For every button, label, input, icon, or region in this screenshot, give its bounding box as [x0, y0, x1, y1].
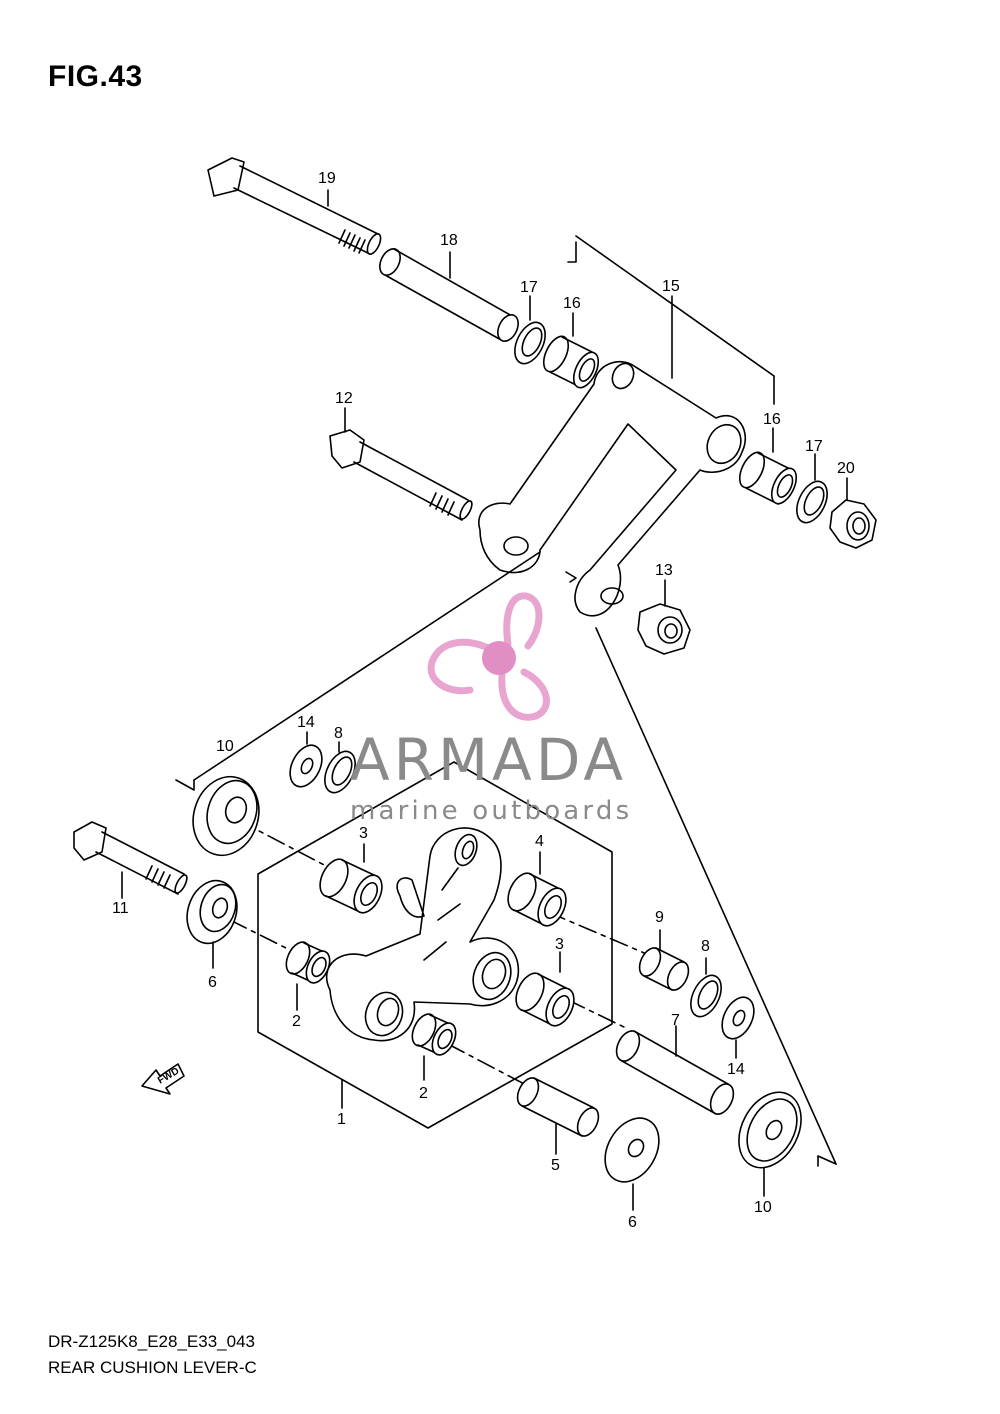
seal-17-upper — [514, 321, 546, 365]
figure-name: REAR CUSHION LEVER-C — [48, 1358, 257, 1377]
callout-16-right: 16 — [763, 411, 781, 428]
watermark-tagline: marine outboards — [350, 796, 633, 826]
spacer-18 — [379, 248, 519, 342]
callout-4: 4 — [535, 833, 544, 850]
callout-2-left: 2 — [292, 1013, 301, 1030]
callout-10-right: 10 — [754, 1199, 772, 1216]
callout-7: 7 — [671, 1012, 680, 1029]
callout-1: 1 — [337, 1111, 346, 1128]
bolt-19 — [207, 157, 382, 255]
callout-6-left: 6 — [208, 974, 217, 991]
callout-12: 12 — [335, 390, 353, 407]
bearing-2-left — [285, 941, 331, 984]
callout-19: 19 — [318, 170, 336, 187]
armada-propeller-logo — [427, 592, 550, 721]
callout-18: 18 — [440, 232, 458, 249]
bearing-2-lower — [411, 1013, 457, 1056]
spacer-7 — [615, 1030, 735, 1115]
seal-8-left — [324, 750, 356, 794]
seal-6-left — [186, 879, 238, 945]
callout-17-upper: 17 — [520, 279, 538, 296]
callout-16-upper: 16 — [563, 295, 581, 312]
callout-14-left: 14 — [297, 714, 315, 731]
seal-17-right — [796, 480, 828, 524]
callout-17-right: 17 — [805, 438, 823, 455]
watermark-brand: ARMADA — [350, 726, 628, 794]
callout-14-right: 14 — [727, 1061, 745, 1078]
callout-5: 5 — [551, 1157, 560, 1174]
seal-10-left — [192, 775, 260, 857]
washer-14-left — [289, 744, 323, 788]
cushion-rod-15 — [478, 360, 747, 617]
bolt-12 — [329, 429, 473, 521]
nut-20 — [829, 499, 877, 549]
spacer-9 — [638, 947, 690, 991]
bracket-15 — [567, 235, 775, 405]
callout-3-right: 3 — [555, 936, 564, 953]
seal-8-right — [690, 974, 722, 1018]
callout-numbers: 19 18 17 16 15 16 17 20 12 13 14 8 10 3 … — [112, 170, 855, 1231]
callout-8-left: 8 — [334, 725, 343, 742]
callout-8-right: 8 — [701, 938, 710, 955]
bolt-11 — [73, 821, 188, 895]
seal-10-right — [738, 1091, 802, 1169]
callout-6-lower: 6 — [628, 1214, 637, 1231]
bearing-16-right — [738, 451, 798, 505]
leader-lines — [121, 189, 848, 1211]
figure-code: DR-Z125K8_E28_E33_043 — [48, 1332, 255, 1351]
callout-15: 15 — [662, 278, 680, 295]
assembly-envelope — [175, 551, 837, 1167]
callout-20: 20 — [837, 460, 855, 477]
lever-group-box — [257, 761, 613, 1129]
callout-3-upper: 3 — [359, 825, 368, 842]
figure-title: FIG.43 — [48, 60, 143, 93]
callout-9: 9 — [655, 909, 664, 926]
callout-2-lower: 2 — [419, 1085, 428, 1102]
fwd-arrow-icon — [141, 1063, 185, 1095]
bearing-16-upper — [542, 335, 600, 389]
cushion-lever-1 — [325, 827, 520, 1042]
bearing-3-right — [515, 972, 575, 1027]
callout-10-left: 10 — [216, 738, 234, 755]
callout-11: 11 — [112, 900, 129, 917]
nut-13 — [637, 603, 691, 655]
spacer-5 — [516, 1077, 600, 1137]
washer-14-right — [721, 996, 755, 1040]
washer-6-lower — [604, 1117, 660, 1183]
bearing-3-upper — [319, 858, 383, 914]
bearing-4 — [507, 872, 567, 927]
callout-13: 13 — [655, 562, 673, 579]
